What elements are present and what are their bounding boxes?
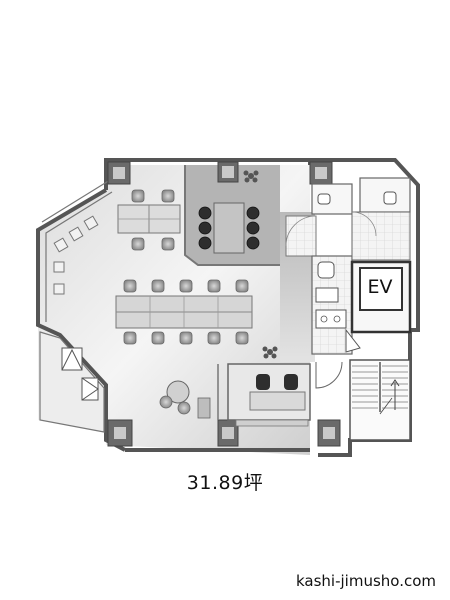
- tiled-hall: [351, 211, 411, 261]
- plant: [262, 346, 278, 359]
- reception-room: [217, 363, 311, 427]
- plant: [243, 170, 259, 183]
- lounge-chair: [284, 374, 298, 390]
- sofa-seat: [68, 226, 84, 242]
- round-table-group: [159, 380, 211, 419]
- chair: [131, 237, 145, 251]
- outer-wall-left: [36, 188, 126, 452]
- chair: [235, 331, 249, 345]
- desk-island: [115, 279, 253, 345]
- toilet: [383, 191, 397, 205]
- counter: [235, 419, 309, 427]
- toilet: [317, 193, 331, 205]
- meeting-chair: [246, 221, 260, 235]
- storage-box: [81, 377, 99, 401]
- chair: [207, 279, 221, 293]
- chair: [161, 189, 175, 203]
- chair: [235, 279, 249, 293]
- meeting-chair: [246, 206, 260, 220]
- entrance-door: [315, 361, 343, 389]
- kitchenette: [315, 309, 347, 329]
- top-desk-group: [117, 189, 181, 251]
- chair: [123, 331, 137, 345]
- sofa-seat: [53, 283, 65, 295]
- stairwell: [349, 359, 411, 441]
- meeting-chair: [198, 221, 212, 235]
- storage-box: [61, 347, 83, 371]
- sofa-seat: [53, 261, 65, 273]
- chair: [131, 189, 145, 203]
- sofa: [249, 391, 306, 411]
- lounge-chair: [256, 374, 270, 390]
- meeting-chair: [198, 206, 212, 220]
- elevator: [350, 260, 412, 334]
- storage-area: [39, 331, 105, 433]
- chair: [123, 279, 137, 293]
- site-watermark: kashi-jimusho.com: [295, 572, 436, 590]
- pantry-floor: [285, 215, 317, 257]
- meeting-chair: [246, 236, 260, 250]
- chair: [177, 401, 191, 415]
- cabinet: [197, 397, 211, 419]
- meeting-table-group: [198, 202, 260, 254]
- toilet: [317, 261, 335, 279]
- chair: [179, 279, 193, 293]
- outer-wall-right-block: [310, 158, 420, 332]
- round-table: [166, 380, 190, 404]
- sofa-seat: [83, 215, 99, 231]
- meeting-chair: [198, 236, 212, 250]
- lounge-seating: [53, 215, 99, 295]
- chair: [151, 279, 165, 293]
- meeting-table: [213, 202, 245, 254]
- sofa-seat: [53, 237, 69, 253]
- chair: [151, 331, 165, 345]
- elevator-label: EV: [367, 276, 393, 298]
- chair: [161, 237, 175, 251]
- floor-area-label: 31.89坪: [186, 472, 264, 494]
- sink: [315, 287, 339, 303]
- chair: [159, 395, 173, 409]
- meeting-partition: [184, 165, 280, 266]
- column-cores: [113, 166, 335, 439]
- chair: [207, 331, 221, 345]
- wet-area: [285, 177, 411, 355]
- chair: [179, 331, 193, 345]
